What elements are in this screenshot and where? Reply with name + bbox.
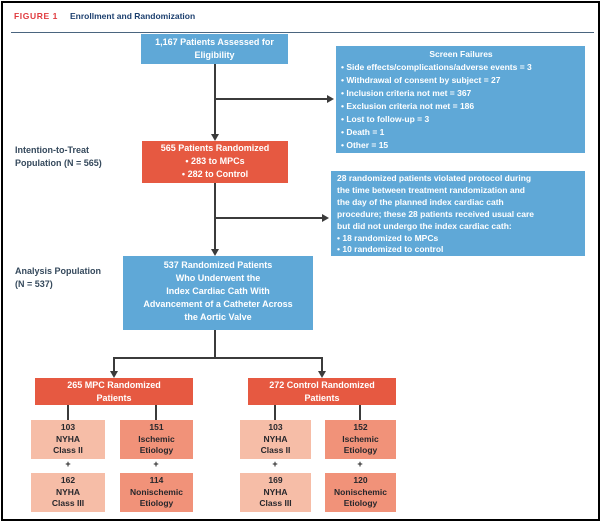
box-protocol-violation: 28 randomized patients violated protocol… (331, 171, 585, 256)
cell-control-ischemic: 152 Ischemic Etiology (325, 420, 396, 459)
box-patients-assessed: 1,167 Patients Assessed for Eligibility (141, 34, 288, 64)
cell-label: Ischemic Etiology (342, 433, 379, 456)
arrowhead-down-icon (211, 134, 219, 141)
cell-label: NYHA Class III (259, 486, 292, 509)
cell-label: NYHA Class II (260, 433, 291, 456)
cell-label: Nonischemic Etiology (130, 486, 183, 509)
connector-analysis-to-branch (214, 330, 216, 359)
arrowhead-right-icon (327, 95, 334, 103)
arrowhead-down-icon (110, 371, 118, 378)
cell-label: NYHA Class II (53, 433, 83, 456)
connector-randomized-to-analysis (214, 183, 216, 249)
cell-value: 103 (268, 422, 283, 432)
plus-sign: + (153, 459, 159, 469)
arrowhead-down-icon (318, 371, 326, 378)
box-screen-failures: Screen Failures • Side effects/complicat… (336, 46, 585, 153)
figure-titlebar: FIGURE 1 Enrollment and Randomization (14, 11, 195, 21)
connector-mpc-ischemic (155, 405, 157, 420)
connector-control-nyha2 (274, 405, 276, 420)
cell-mpc-nyha3: 162 NYHA Class III (31, 473, 105, 512)
cell-value: 103 (60, 422, 76, 432)
cell-value: 114 (149, 475, 164, 485)
cell-mpc-nonischemic: 114 Nonischemic Etiology (120, 473, 193, 512)
cell-value: 120 (353, 475, 368, 485)
title-divider (11, 32, 594, 33)
label-intention-to-treat-population: Intention-to-Treat Population (N = 565) (15, 145, 102, 168)
label-analysis-population: Analysis Population (N = 537) (15, 266, 102, 289)
connector-to-screen-failures (215, 98, 327, 100)
arrowhead-right-icon (322, 214, 329, 222)
connector-control-ischemic (359, 405, 361, 420)
cell-label: NYHA Class III (51, 486, 85, 509)
screen-failures-list: • Side effects/complications/adverse eve… (341, 62, 532, 150)
branch-horizontal-line (113, 357, 323, 359)
cell-value: 162 (60, 475, 76, 485)
cell-label: Ischemic Etiology (138, 433, 175, 456)
figure-label: FIGURE 1 (14, 11, 59, 21)
cell-control-nonischemic: 120 Nonischemic Etiology (325, 473, 396, 512)
branch-to-control (321, 357, 323, 371)
cell-value: 151 (149, 422, 164, 432)
box-mpc-randomized: 265 MPC Randomized Patients (35, 378, 193, 405)
screen-failures-heading: Screen Failures (429, 49, 493, 59)
cell-mpc-ischemic: 151 Ischemic Etiology (120, 420, 193, 459)
figure-title: Enrollment and Randomization (70, 11, 196, 21)
box-patients-randomized: 565 Patients Randomized • 283 to MPCs • … (142, 141, 288, 183)
cell-value: 152 (353, 422, 368, 432)
cell-value: 169 (268, 475, 283, 485)
box-control-randomized: 272 Control Randomized Patients (248, 378, 396, 405)
arrowhead-down-icon (211, 249, 219, 256)
box-analysis-population: 537 Randomized Patients Who Underwent th… (123, 256, 313, 330)
plus-sign: + (357, 459, 363, 469)
plus-sign: + (65, 459, 71, 469)
cell-label: Nonischemic Etiology (334, 486, 387, 509)
branch-to-mpc (113, 357, 115, 371)
cell-control-nyha3: 169 NYHA Class III (240, 473, 311, 512)
connector-mpc-nyha2 (67, 405, 69, 420)
connector-to-protocol-violation (215, 217, 322, 219)
cell-control-nyha2: 103 NYHA Class II (240, 420, 311, 459)
cell-mpc-nyha2: 103 NYHA Class II (31, 420, 105, 459)
plus-sign: + (272, 459, 278, 469)
